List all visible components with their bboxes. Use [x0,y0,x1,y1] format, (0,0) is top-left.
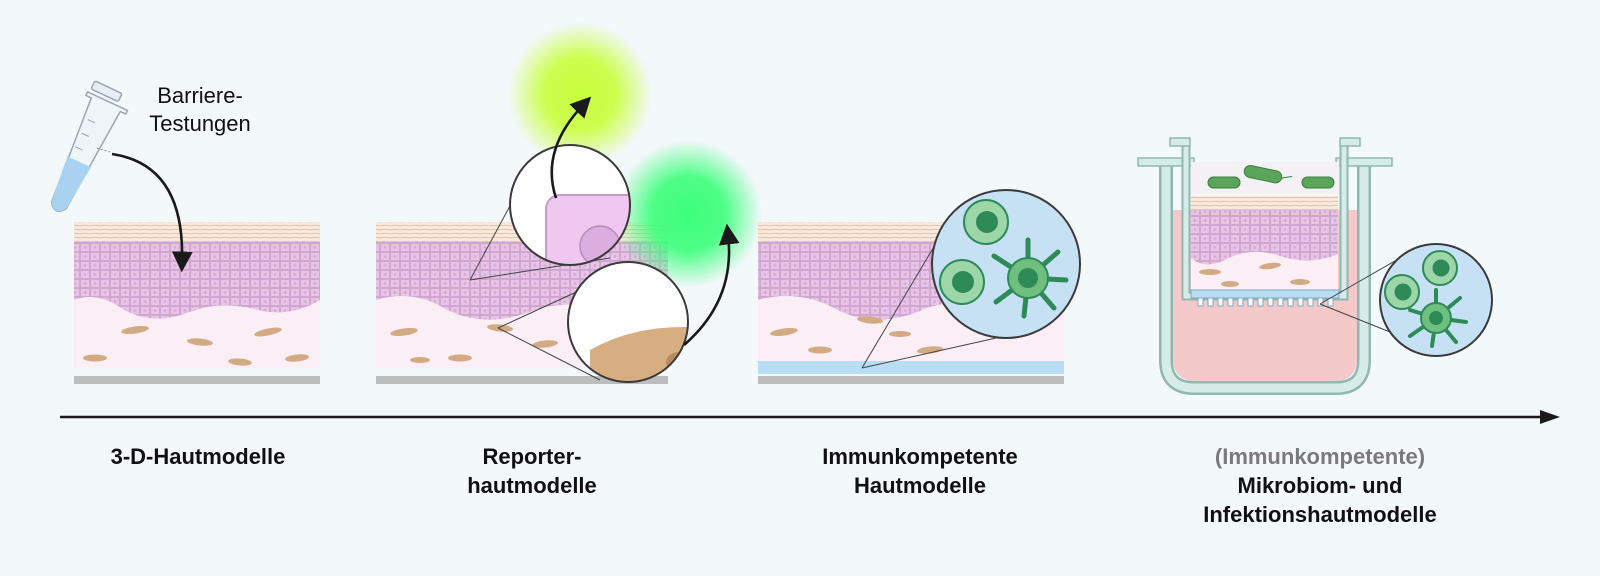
stage-label-immunocompetent: Immunkompetente Hautmodelle [822,444,1018,498]
yellow-fluorescence-glow [508,22,652,166]
skin-model-3d [74,222,320,384]
fibroblast-group [83,326,309,366]
timeline-arrow [60,410,1560,424]
fibroblast-group [770,316,943,354]
transwell-insert-icon [1137,137,1393,395]
stage-label-3d: 3-D-Hautmodelle [110,444,286,469]
membrane-pores [1197,297,1334,307]
bacteria-icon [1207,165,1335,189]
stage-label-microbiome: (Immunkompetente) Mikrobiom- und Infekti… [1203,444,1437,527]
immune-cell [1422,250,1458,286]
barrier-test-arrow [111,152,193,273]
immune-cell [939,259,985,305]
pipette-tube-icon [50,80,129,213]
reporter-signal-arrow [683,223,740,346]
dendritic-cell-icon [991,237,1069,319]
barrier-testing-label: Barriere- Testungen [149,83,251,136]
magnifier-lens [931,189,1081,339]
immune-cell [963,199,1009,245]
stage-label-reporter: Reporter- hautmodelle [467,444,597,498]
fibroblast-group [390,324,558,363]
dendritic-cell-icon [1408,288,1468,348]
reporter-signal-arrow [550,96,592,199]
immune-cell [1384,274,1420,310]
green-fluorescence-glow [614,140,762,288]
magnifier-lens [1379,243,1493,357]
